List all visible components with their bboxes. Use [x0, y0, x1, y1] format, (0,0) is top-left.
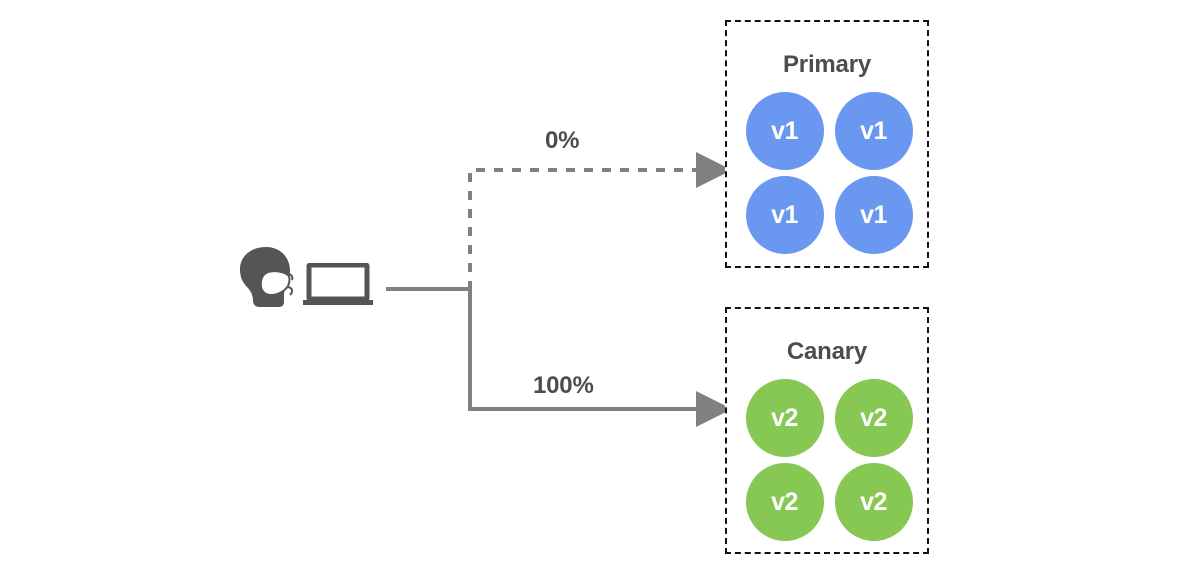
edge-canary-path [468, 288, 732, 427]
group-box-primary[interactable]: Primary v1 v1 v1 v1 [725, 20, 929, 268]
group-title-canary: Canary [786, 338, 868, 365]
node-canary-1[interactable]: v2 [745, 379, 824, 457]
edge-label-canary: 100% [533, 372, 594, 399]
node-primary-1[interactable]: v1 [745, 92, 824, 170]
group-box-canary[interactable]: Canary v2 v2 v2 v2 [725, 307, 929, 554]
edge-label-primary: 0% [545, 127, 580, 154]
node-canary-3[interactable]: v2 [745, 463, 824, 541]
edge-primary-path [468, 152, 732, 290]
node-primary-2[interactable]: v1 [834, 92, 913, 170]
node-primary-3[interactable]: v1 [745, 176, 824, 254]
laptop-icon [303, 263, 373, 305]
node-canary-2[interactable]: v2 [834, 379, 913, 457]
node-canary-4[interactable]: v2 [834, 463, 913, 541]
node-primary-4[interactable]: v1 [834, 176, 913, 254]
node-grid-canary: v2 v2 v2 v2 [741, 376, 917, 544]
person-with-face-mask-icon [240, 247, 294, 307]
node-grid-primary: v1 v1 v1 v1 [741, 89, 917, 257]
group-title-primary: Primary [783, 51, 871, 78]
